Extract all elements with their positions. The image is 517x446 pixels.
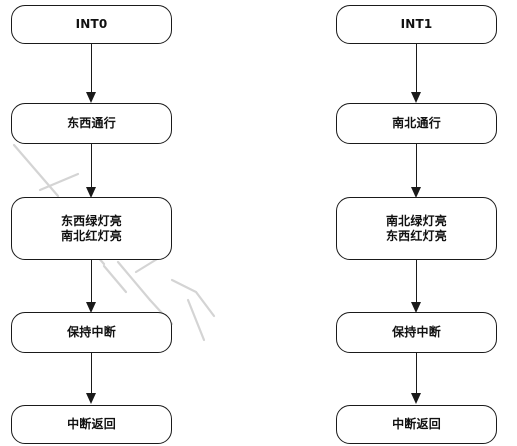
right-start-label: INT1	[400, 17, 433, 31]
right-step2-label-1: 南北绿灯亮	[385, 213, 447, 228]
left-step2-label-1: 东西绿灯亮	[60, 213, 122, 228]
left-end-label: 中断返回	[67, 417, 116, 431]
right-end-label: 中断返回	[392, 417, 441, 431]
right-step3-node: 保持中断	[336, 312, 497, 353]
right-start-node: INT1	[336, 5, 497, 44]
right-step2-label-2: 东西红灯亮	[385, 228, 447, 243]
right-step1-label: 南北通行	[392, 116, 441, 130]
left-step3-node: 保持中断	[11, 312, 172, 353]
left-end-node: 中断返回	[11, 405, 172, 444]
left-step1-label: 东西通行	[67, 116, 116, 130]
left-step2-label-2: 南北红灯亮	[60, 228, 122, 243]
right-step3-label: 保持中断	[392, 325, 441, 339]
right-step2-node: 南北绿灯亮 东西红灯亮	[336, 197, 497, 260]
left-start-label: INT0	[75, 17, 108, 31]
left-start-node: INT0	[11, 5, 172, 44]
left-step1-node: 东西通行	[11, 103, 172, 144]
right-end-node: 中断返回	[336, 405, 497, 444]
left-step2-node: 东西绿灯亮 南北红灯亮	[11, 197, 172, 260]
right-step1-node: 南北通行	[336, 103, 497, 144]
left-step3-label: 保持中断	[67, 325, 116, 339]
